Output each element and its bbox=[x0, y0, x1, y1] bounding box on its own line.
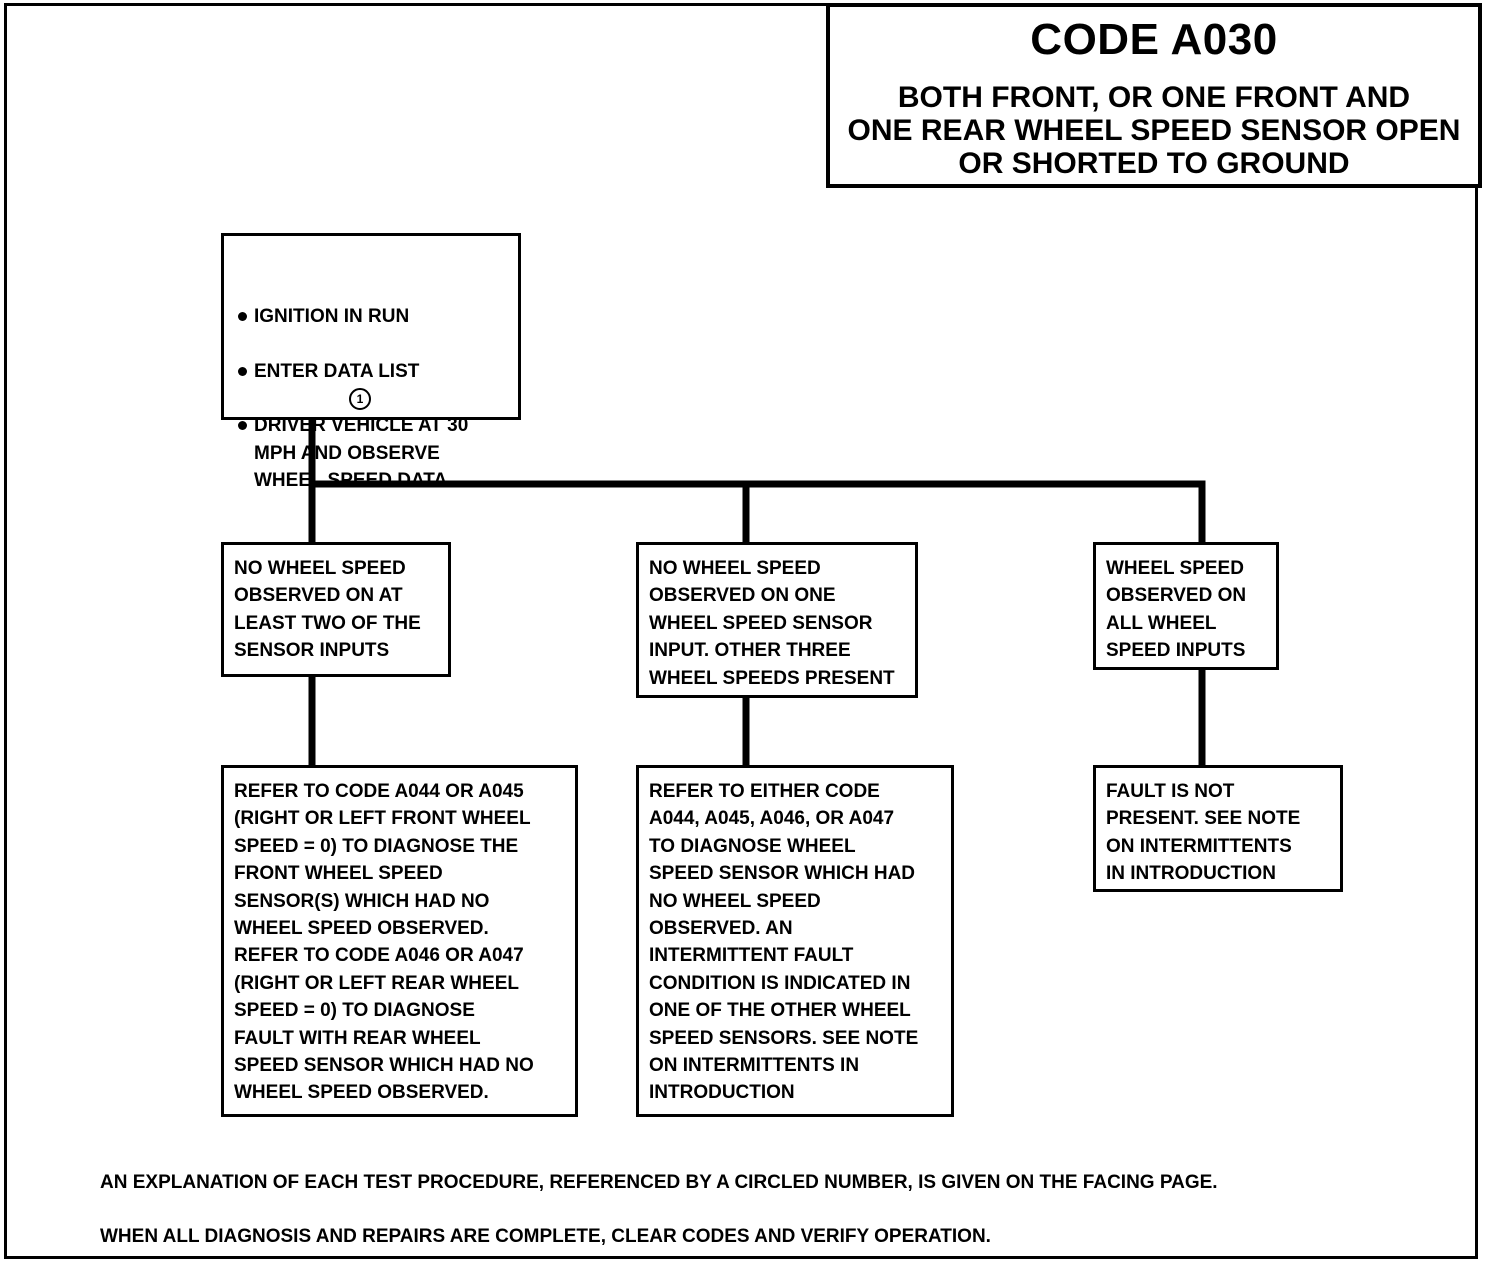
start-step-item: DRIVER VEHICLE AT 30 MPH AND OBSERVE WHE… bbox=[236, 412, 518, 494]
action-box-refer-front-rear-codes: REFER TO CODE A044 OR A045 (RIGHT OR LEF… bbox=[221, 765, 578, 1117]
page-frame bbox=[4, 3, 1478, 1259]
start-step-item: IGNITION IN RUN bbox=[236, 303, 518, 330]
code-description: BOTH FRONT, OR ONE FRONT AND ONE REAR WH… bbox=[847, 81, 1461, 180]
action-box-fault-not-present: FAULT IS NOT PRESENT. SEE NOTE ON INTERM… bbox=[1093, 765, 1343, 892]
condition-box-all-sensors: WHEEL SPEED OBSERVED ON ALL WHEEL SPEED … bbox=[1093, 542, 1279, 670]
condition-box-one-sensor: NO WHEEL SPEED OBSERVED ON ONE WHEEL SPE… bbox=[636, 542, 918, 698]
circled-reference-number: 1 bbox=[349, 388, 371, 410]
footer-note-explanation: AN EXPLANATION OF EACH TEST PROCEDURE, R… bbox=[100, 1172, 1218, 1193]
start-step-box: IGNITION IN RUN ENTER DATA LIST DRIVER V… bbox=[221, 233, 521, 491]
action-box-refer-either-code: REFER TO EITHER CODE A044, A045, A046, O… bbox=[636, 765, 954, 1117]
start-step-list: IGNITION IN RUN ENTER DATA LIST DRIVER V… bbox=[236, 275, 518, 522]
code-title: CODE A030 bbox=[1030, 15, 1278, 64]
footer-note-clear-codes: WHEN ALL DIAGNOSIS AND REPAIRS ARE COMPL… bbox=[100, 1226, 991, 1247]
condition-box-two-sensors: NO WHEEL SPEED OBSERVED ON AT LEAST TWO … bbox=[221, 542, 451, 677]
start-step-item: ENTER DATA LIST bbox=[236, 358, 518, 385]
title-box: CODE A030 BOTH FRONT, OR ONE FRONT AND O… bbox=[826, 3, 1482, 188]
